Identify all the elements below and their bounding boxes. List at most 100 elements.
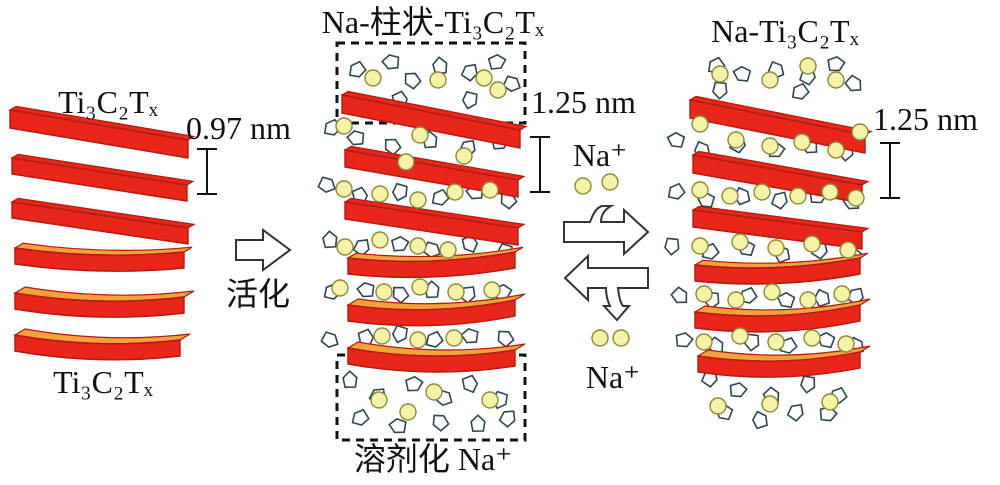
sodium-ion bbox=[691, 237, 709, 255]
solvent-molecule bbox=[351, 408, 370, 426]
intercalation-arrow bbox=[563, 205, 650, 257]
sodium-ion bbox=[425, 383, 443, 401]
sodium-ion bbox=[761, 137, 779, 155]
mxene-sheet-front-face bbox=[689, 99, 866, 154]
sodium-ion bbox=[370, 391, 388, 409]
sodium-ion bbox=[331, 279, 349, 297]
mxene-sheet bbox=[696, 345, 871, 378]
solvent-molecule bbox=[800, 375, 816, 394]
solvent-molecule bbox=[712, 81, 728, 100]
solvent-molecule bbox=[431, 188, 450, 206]
sodium-ion bbox=[839, 241, 857, 259]
solvent-molecule bbox=[460, 328, 479, 344]
sodium-ion bbox=[691, 181, 709, 199]
mxene-sheet-front-face bbox=[694, 257, 861, 285]
solvent-molecule bbox=[729, 382, 748, 398]
middle-dashed-boxes bbox=[335, 41, 527, 442]
mxene-sheet-front-face bbox=[14, 247, 185, 272]
solvent-molecule bbox=[461, 234, 479, 254]
mxene-sheet bbox=[13, 286, 195, 318]
sodium-ion bbox=[375, 283, 393, 301]
solvent-molecule bbox=[349, 60, 367, 78]
sodium-ion bbox=[821, 393, 839, 411]
sodium-ion bbox=[399, 403, 417, 421]
left-spacing-label: 0.97 nm bbox=[186, 110, 291, 146]
middle-spacing-marker bbox=[530, 136, 550, 193]
solvent-molecule bbox=[786, 403, 804, 422]
bottom-dashed-box bbox=[335, 353, 527, 442]
solvent-molecule bbox=[497, 330, 515, 348]
sodium-ion bbox=[446, 183, 464, 201]
solvent-molecule bbox=[498, 410, 516, 428]
sodium-ion bbox=[803, 329, 821, 347]
mxene-sheet bbox=[346, 293, 526, 327]
solvated-na-label: 溶剂化 Na⁺ bbox=[354, 441, 512, 477]
free-sodium-ions bbox=[574, 173, 630, 347]
mxene-sheet-front-face bbox=[697, 351, 861, 378]
solvent-molecule bbox=[827, 56, 846, 72]
mxene-sheet-front-face bbox=[347, 251, 516, 279]
sodium-ion bbox=[336, 238, 354, 256]
solvent-molecule bbox=[675, 332, 694, 348]
sodium-ion bbox=[695, 333, 713, 351]
solvent-molecule bbox=[751, 410, 768, 430]
activation-label: 活化 bbox=[226, 276, 290, 312]
mxene-sheet bbox=[10, 153, 195, 202]
sodium-ion bbox=[761, 395, 779, 413]
solvent-molecule bbox=[791, 82, 810, 100]
right-sodium-ions bbox=[691, 57, 869, 415]
middle-sodium-ions bbox=[331, 69, 507, 421]
sodium-ion bbox=[483, 281, 501, 299]
mxene-sheet bbox=[340, 90, 528, 149]
sodium-ion bbox=[335, 117, 353, 135]
solvent-molecule bbox=[816, 331, 836, 349]
sodium-ion bbox=[803, 235, 821, 253]
sodium-ion bbox=[799, 291, 817, 309]
sodium-ion bbox=[475, 69, 493, 87]
activation-arrow bbox=[235, 228, 292, 272]
mxene-sheet bbox=[691, 205, 870, 250]
sodium-ion bbox=[612, 329, 630, 347]
solvent-molecule bbox=[670, 286, 688, 304]
sodium-ion bbox=[821, 183, 839, 201]
mxene-sheet-front-face bbox=[11, 157, 188, 202]
solvent-molecule bbox=[404, 72, 422, 90]
middle-title: Na-柱状-Ti₃C₂Tₓ bbox=[322, 4, 545, 40]
left-title: Ti₃C₂Tₓ bbox=[58, 84, 159, 120]
sodium-ion bbox=[409, 237, 427, 255]
sodium-ion bbox=[409, 331, 427, 349]
solvent-molecule bbox=[470, 414, 486, 433]
mxene-sheet bbox=[346, 246, 524, 279]
sodium-ion bbox=[709, 397, 727, 415]
mxene-sheet bbox=[343, 197, 526, 246]
mxene-sheet-front-face bbox=[347, 299, 516, 327]
sodium-ion bbox=[753, 183, 771, 201]
mxene-sheet-front-face bbox=[347, 347, 516, 373]
sodium-ion bbox=[439, 241, 457, 259]
mxene-sheet-front-face bbox=[9, 109, 189, 159]
sodium-ion bbox=[727, 291, 745, 309]
solvent-molecule bbox=[461, 374, 479, 394]
sodium-ion bbox=[731, 233, 749, 251]
solvent-molecule bbox=[667, 182, 686, 200]
sodium-ion bbox=[767, 333, 785, 351]
sodium-ion bbox=[827, 71, 845, 89]
sodium-ion bbox=[447, 283, 465, 301]
sodium-ion bbox=[481, 391, 499, 409]
sodium-ion bbox=[574, 177, 592, 195]
sodium-ion bbox=[837, 335, 855, 353]
solvent-molecule bbox=[405, 375, 424, 392]
mxene-sheet bbox=[8, 105, 196, 159]
sodium-ion bbox=[373, 327, 391, 345]
sodium-ion bbox=[371, 185, 389, 203]
solvent-molecule bbox=[388, 418, 407, 434]
solvent-molecule bbox=[487, 53, 507, 70]
solvent-molecule bbox=[391, 324, 408, 344]
solvent-molecule bbox=[356, 282, 375, 298]
solvent-molecule bbox=[317, 176, 336, 193]
solvent-molecule bbox=[381, 54, 400, 70]
mxene-sheet bbox=[693, 252, 869, 285]
solvent-molecule bbox=[390, 235, 410, 252]
